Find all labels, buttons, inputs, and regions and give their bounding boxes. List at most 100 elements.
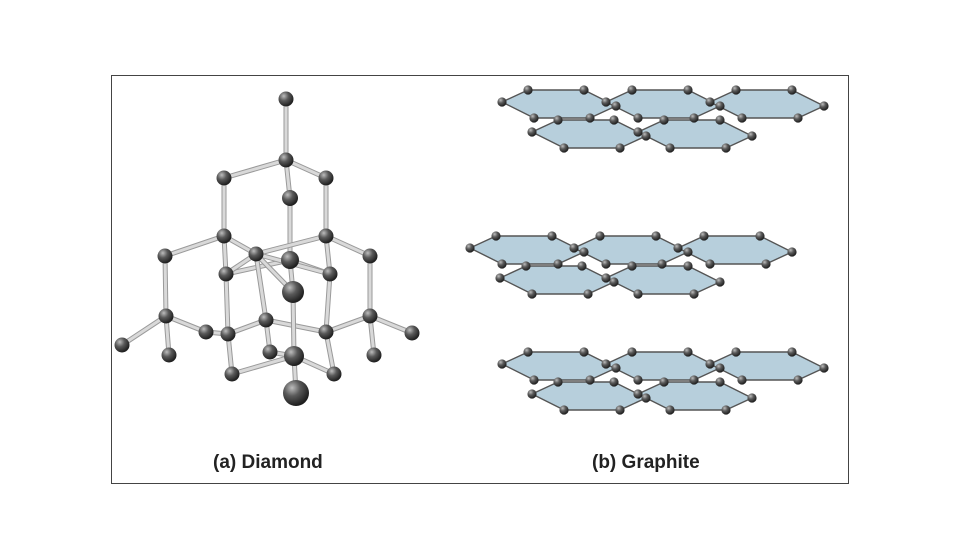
graphite-atom [755, 231, 765, 241]
carbon-atom [216, 170, 232, 186]
graphite-atom [747, 393, 757, 403]
carbon-atom [258, 312, 274, 328]
graphite-atom [787, 247, 797, 257]
graphite-ring [637, 119, 753, 149]
graphite-ring [501, 89, 617, 119]
graphite-atom [627, 347, 637, 357]
graphite-atom [633, 127, 643, 137]
graphite-ring [501, 351, 617, 381]
graphite-atom [627, 85, 637, 95]
graphite-atom [609, 277, 619, 287]
graphite-ring [573, 235, 689, 265]
carbon-atom [404, 325, 420, 341]
graphite-atom [601, 97, 611, 107]
diamond-bond-highlight [230, 354, 296, 376]
graphite-atom [627, 261, 637, 271]
carbon-atom [362, 308, 378, 324]
diamond-bond-highlight [163, 254, 168, 318]
carbon-atom [158, 308, 174, 324]
graphite-atom [665, 405, 675, 415]
graphite-atom [665, 143, 675, 153]
graphite-atom [683, 247, 693, 257]
graphite-atom [523, 85, 533, 95]
graphite-atom [737, 375, 747, 385]
graphite-atom [579, 347, 589, 357]
graphite-atom [731, 85, 741, 95]
graphite-atom [559, 143, 569, 153]
graphite-atom [651, 231, 661, 241]
graphite-atom [569, 243, 579, 253]
diamond-bond-highlight [254, 252, 268, 322]
carbon-atom [161, 347, 177, 363]
graphite-atom [615, 143, 625, 153]
graphite-atom [699, 231, 709, 241]
graphite-atom [641, 131, 651, 141]
graphite-atom [683, 261, 693, 271]
graphite-atom [595, 231, 605, 241]
graphite-atom [497, 259, 507, 269]
carbon-atom [278, 152, 294, 168]
graphite-ring [531, 381, 647, 411]
graphite-atom [633, 113, 643, 123]
graphite-atom [601, 259, 611, 269]
graphite-ring [531, 119, 647, 149]
graphite-atom [601, 359, 611, 369]
diamond-bond-highlight [222, 158, 288, 180]
diamond-bond-highlight [120, 314, 168, 347]
graphite-atom [715, 377, 725, 387]
graphite-atom [819, 363, 829, 373]
graphite-atom [721, 143, 731, 153]
graphite-atom [527, 127, 537, 137]
graphite-atom [495, 273, 505, 283]
graphite-atom [497, 359, 507, 369]
graphite-atom [633, 389, 643, 399]
graphite-ring [637, 381, 753, 411]
graphite-atom [529, 375, 539, 385]
graphite-atom [553, 115, 563, 125]
carbon-atom [278, 91, 294, 107]
carbon-atom [262, 344, 278, 360]
graphite-atom [737, 113, 747, 123]
carbon-atom [362, 248, 378, 264]
graphite-atom [683, 347, 693, 357]
graphite-atom [529, 113, 539, 123]
graphite-atom [521, 261, 531, 271]
graphite-ring [605, 265, 721, 295]
carbon-atom [284, 346, 304, 366]
graphite-atom [793, 375, 803, 385]
graphite-atom [465, 243, 475, 253]
graphite-atom [641, 393, 651, 403]
graphite-atom [747, 131, 757, 141]
graphite-atom [579, 247, 589, 257]
graphite-atom [611, 101, 621, 111]
graphite-atom [553, 377, 563, 387]
diamond-bond-highlight [224, 272, 230, 336]
carbon-atom [281, 251, 299, 269]
graphite-atom [601, 273, 611, 283]
graphite-atom [579, 85, 589, 95]
graphite-atom [787, 347, 797, 357]
graphite-atom [705, 359, 715, 369]
carbon-atom [366, 347, 382, 363]
diamond-bond-highlight [163, 234, 226, 258]
carbon-atom [282, 281, 304, 303]
graphite-atom [761, 259, 771, 269]
graphite-atom [657, 259, 667, 269]
graphite-ring [605, 89, 721, 119]
graphite-caption: (b) Graphite [592, 452, 700, 473]
graphite-atom [553, 259, 563, 269]
graphite-atom [633, 289, 643, 299]
carbon-atom [326, 366, 342, 382]
diamond-lattice [114, 91, 420, 406]
graphite-atom [689, 289, 699, 299]
carbon-atom [216, 228, 232, 244]
carbon-atom [318, 170, 334, 186]
graphite-atom [673, 243, 683, 253]
graphite-atom [559, 405, 569, 415]
graphite-atom [715, 101, 725, 111]
graphite-atom [585, 113, 595, 123]
carbon-atom [114, 337, 130, 353]
graphite-atom [689, 113, 699, 123]
graphite-atom [659, 377, 669, 387]
graphite-atom [715, 115, 725, 125]
